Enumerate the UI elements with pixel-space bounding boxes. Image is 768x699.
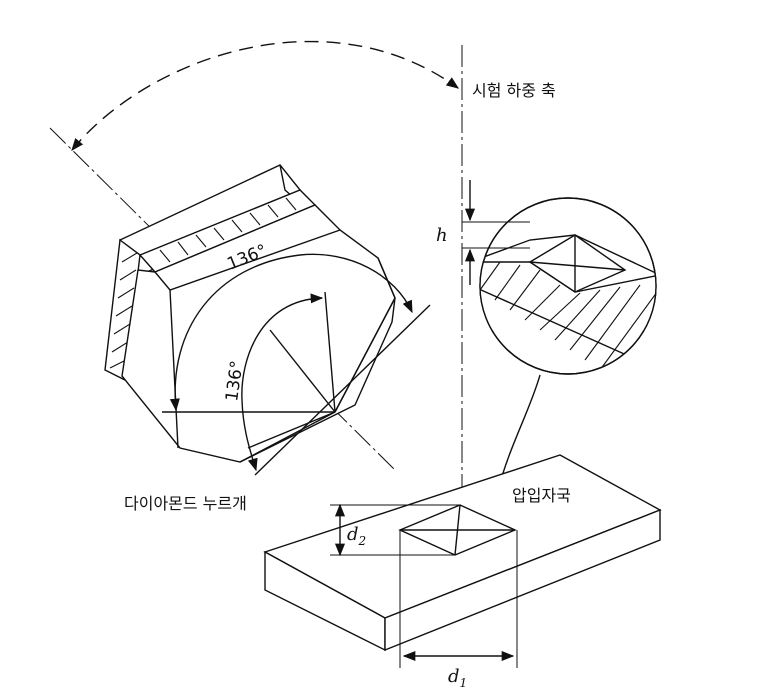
rotation-arc — [71, 40, 460, 151]
d1-dimension — [399, 530, 518, 668]
angle-arc-face — [169, 253, 413, 412]
angle-arc-edge — [241, 293, 324, 472]
indentation-label: 압입자국 — [512, 486, 571, 505]
indentation-detail-circle — [479, 197, 657, 375]
depth-label: h — [436, 225, 448, 246]
diamond-indenter — [104, 164, 431, 476]
d2-dimension — [330, 503, 460, 557]
specimen-block — [263, 454, 662, 652]
d1-label: d1 — [448, 666, 467, 690]
d2-label: d2 — [347, 524, 366, 548]
load-axis-label: 시험 하중 축 — [472, 81, 556, 100]
indenter-label: 다이아몬드 누르개 — [124, 494, 247, 513]
depth-indicator — [462, 180, 530, 285]
